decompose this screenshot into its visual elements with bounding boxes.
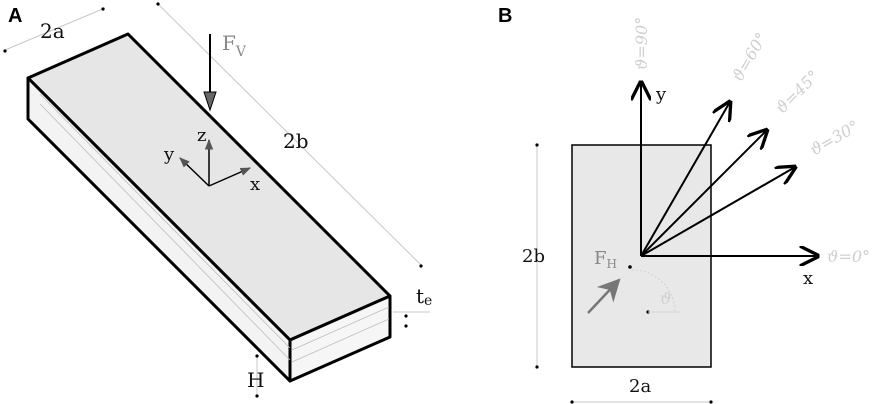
angle-ray-30 [640,167,795,257]
angle-ray-45 [640,130,767,257]
length-dimension-line [157,3,423,267]
dim-dot [535,365,539,369]
thickness-label: te [416,284,432,309]
vertical-force-arrowhead [203,91,217,112]
width-dimension-line [4,7,106,51]
panel-a-label: A [8,5,22,27]
dim-dot [3,49,7,53]
axis-y-label: y [655,84,667,105]
axis-y-label: y [163,144,175,165]
local-axes: z y x [163,125,260,195]
dim-dot [404,324,408,328]
dim-dot [709,400,713,404]
angle-label-45: ϑ=45° [772,66,823,117]
angle-ray-60 [640,102,730,257]
axis-x-label: x [250,174,260,195]
dim-dot [419,264,423,268]
panel-b-label: B [498,5,512,27]
dim-dot [255,354,259,358]
width-label: 2a [40,19,65,43]
dim-dot [404,314,408,318]
height-label: H [247,368,264,392]
slab-layer-lines [39,93,390,363]
dim-dot [101,7,105,11]
dim-dot [255,394,259,398]
angle-arc [631,269,676,313]
length-label: 2b [283,129,309,153]
angle-rays: ϑ=0° ϑ=30°ϑ=45°ϑ=60° ϑ=90° [632,17,870,266]
dim-dot [535,143,539,147]
horizontal-force-arrow [587,278,621,314]
axis-z-label: z [197,125,206,146]
angle-symbol: ϑ [660,289,671,308]
vertical-force-label: FV [222,31,247,60]
axis-x-label: x [803,268,813,289]
angle-label-0: ϑ=0° [827,247,870,266]
angle-label-30: ϑ=30° [807,116,863,159]
panel-b: B 2b 2a ϑ=0°ϑ=30°ϑ=45°ϑ=60°ϑ=90° y x FH … [498,5,870,404]
angle-label-60: ϑ=60° [728,29,771,85]
horizontal-force-label: FH [594,248,617,271]
panel-a: A 2a 2b FV z y x [3,2,432,398]
dim-dot [156,2,160,6]
height-label: 2b [522,246,545,267]
angle-label-90: ϑ=90° [632,17,651,70]
width-label: 2a [629,376,651,397]
dim-dot [570,400,574,404]
force-point [628,265,632,269]
